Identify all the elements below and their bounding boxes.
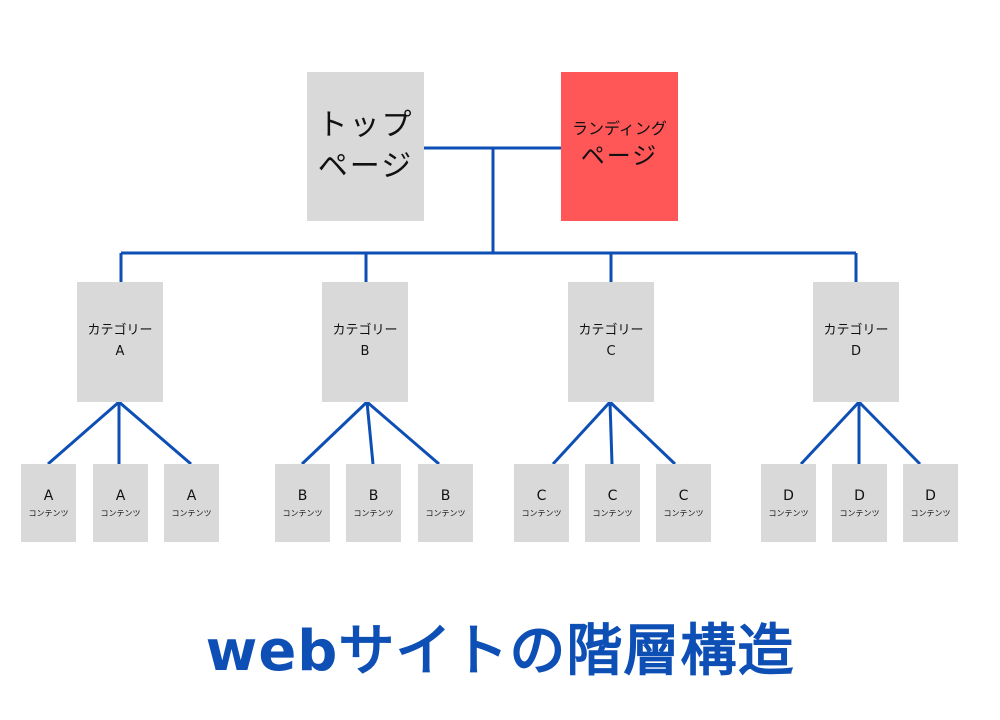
category-box-a: カテゴリー A bbox=[77, 282, 163, 402]
content-box-a2: A コンテンツ bbox=[93, 464, 148, 542]
content-label: コンテンツ bbox=[910, 508, 951, 518]
category-label: カテゴリー bbox=[578, 323, 644, 339]
content-label: コンテンツ bbox=[282, 508, 323, 518]
content-letter: A bbox=[115, 487, 126, 504]
content-box-c3: C コンテンツ bbox=[656, 464, 711, 542]
content-label: コンテンツ bbox=[425, 508, 466, 518]
content-box-a1: A コンテンツ bbox=[21, 464, 76, 542]
content-box-d3: D コンテンツ bbox=[903, 464, 958, 542]
category-letter: C bbox=[606, 344, 616, 359]
content-box-c1: C コンテンツ bbox=[514, 464, 569, 542]
landing-page-line1: ランディング bbox=[572, 119, 667, 139]
content-label: コンテンツ bbox=[663, 508, 704, 518]
connector-c-1 bbox=[551, 400, 612, 466]
content-letter: D bbox=[854, 487, 865, 504]
content-label: コンテンツ bbox=[521, 508, 562, 518]
category-letter: A bbox=[115, 344, 125, 359]
content-box-d1: D コンテンツ bbox=[761, 464, 816, 542]
top-page-line2: ページ bbox=[317, 148, 414, 184]
content-letter: B bbox=[440, 487, 451, 504]
content-box-a3: A コンテンツ bbox=[164, 464, 219, 542]
content-letter: B bbox=[368, 487, 379, 504]
top-page-line1: トップ bbox=[317, 108, 414, 143]
content-letter: C bbox=[536, 487, 547, 504]
content-label: コンテンツ bbox=[839, 508, 880, 518]
category-label: カテゴリー bbox=[87, 323, 153, 339]
connector-c-3 bbox=[608, 400, 677, 466]
content-box-b3: B コンテンツ bbox=[418, 464, 473, 542]
content-label: コンテンツ bbox=[28, 508, 69, 518]
connector-d-1 bbox=[799, 400, 861, 466]
connector-b-1 bbox=[300, 400, 369, 466]
content-letter: C bbox=[607, 487, 618, 504]
content-letter: B bbox=[297, 487, 308, 504]
content-letter: C bbox=[678, 487, 689, 504]
content-label: コンテンツ bbox=[353, 508, 394, 518]
content-box-b2: B コンテンツ bbox=[346, 464, 401, 542]
category-letter: B bbox=[360, 344, 370, 359]
category-box-b: カテゴリー B bbox=[322, 282, 408, 402]
landing-page-box: ランディング ページ bbox=[561, 72, 678, 221]
content-label: コンテンツ bbox=[592, 508, 633, 518]
connector-b-3 bbox=[366, 400, 440, 466]
category-letter: D bbox=[850, 344, 861, 359]
content-label: コンテンツ bbox=[171, 508, 212, 518]
category-label: カテゴリー bbox=[332, 323, 398, 339]
category-box-d: カテゴリー D bbox=[813, 282, 899, 402]
connector-c-2 bbox=[608, 401, 614, 465]
landing-page-line2: ページ bbox=[580, 142, 659, 171]
connector-a-1 bbox=[47, 400, 120, 466]
content-box-c2: C コンテンツ bbox=[585, 464, 640, 542]
content-letter: A bbox=[186, 487, 197, 504]
content-letter: D bbox=[783, 487, 794, 504]
top-page-box: トップ ページ bbox=[307, 72, 424, 221]
connector-a-3 bbox=[118, 400, 192, 466]
content-label: コンテンツ bbox=[100, 508, 141, 518]
connector-d-3 bbox=[857, 400, 922, 466]
content-box-d2: D コンテンツ bbox=[832, 464, 887, 542]
content-label: コンテンツ bbox=[768, 508, 809, 518]
content-box-b1: B コンテンツ bbox=[275, 464, 330, 542]
category-box-c: カテゴリー C bbox=[568, 282, 654, 402]
diagram-title: webサイトの階層構造 bbox=[205, 619, 795, 684]
connector-b-2 bbox=[365, 401, 375, 465]
content-letter: D bbox=[925, 487, 936, 504]
category-label: カテゴリー bbox=[823, 323, 889, 339]
content-letter: A bbox=[43, 487, 54, 504]
